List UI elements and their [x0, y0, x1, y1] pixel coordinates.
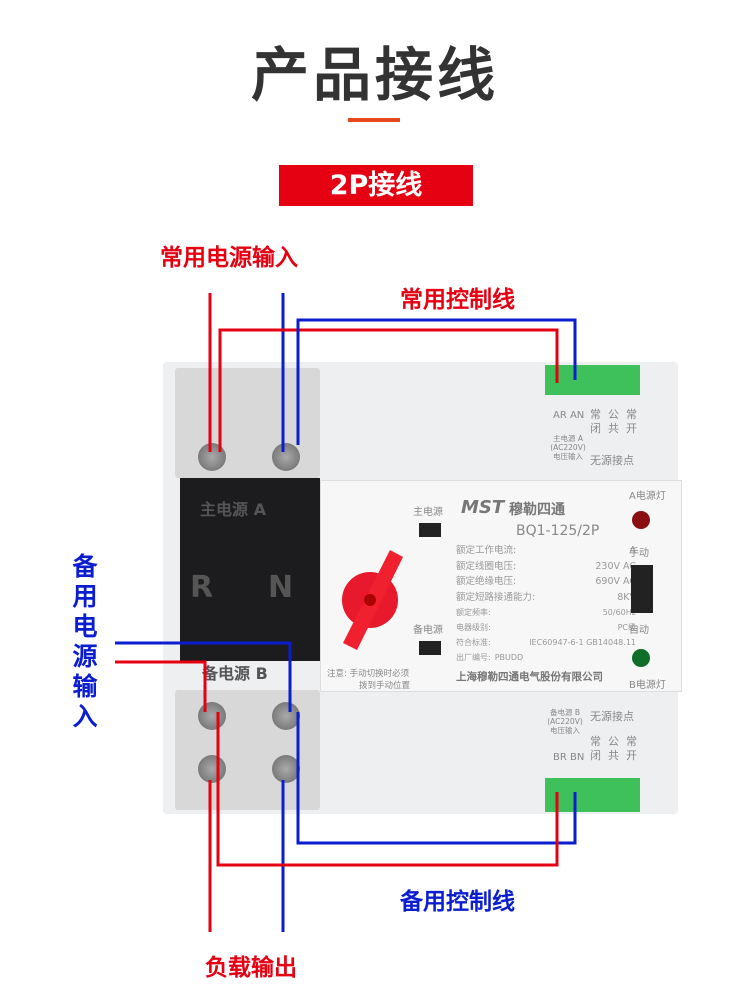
section-badge: 2P接线: [279, 165, 473, 206]
auto-label: 自动: [629, 625, 649, 636]
title-underline: [348, 118, 400, 122]
main-control-n-wire: [296, 318, 577, 445]
backup-control-n-wire: [296, 712, 577, 845]
backup-input-char: 入: [72, 702, 98, 731]
brand-name: 穆勒四通: [509, 502, 565, 518]
backup-indicator-window: [419, 641, 441, 655]
spec-value: PBUDD: [494, 653, 524, 662]
main-power-label: 主电源: [413, 507, 443, 518]
top-no-label: 常 开: [626, 408, 637, 435]
lamp-b-green: [632, 649, 650, 667]
spec-value: A: [629, 545, 637, 556]
bottom-input-note: 备电源 B(AC220V)电压输入: [545, 708, 585, 735]
backup-input-n-wire: [115, 641, 292, 712]
note-line-2: 拨到手动位置: [359, 681, 411, 691]
top-ac-label: (AC220V): [550, 443, 586, 452]
brand-logo: MST: [461, 497, 505, 518]
note-line-1: 注意: 手动切换时必须: [327, 669, 410, 679]
lamp-a-red: [632, 511, 650, 529]
cover-n-label: N: [268, 570, 294, 605]
bottom-voltage-label: 电压输入: [550, 726, 580, 735]
top-nc-label: 常 闭: [590, 408, 601, 435]
backup-input-char: 备: [72, 552, 98, 581]
backup-input-char: 用: [72, 582, 98, 611]
spec-value: IEC60947-6-1 GB14048.11: [529, 638, 636, 647]
main-indicator-window: [419, 523, 441, 537]
top-voltage-label: 电压输入: [553, 452, 583, 461]
page-title: 产品接线: [250, 41, 499, 109]
top-input-note: 主电源 A(AC220V)电压输入: [548, 434, 588, 461]
cover-r-label: R: [190, 570, 214, 605]
bottom-com-label: 公 共: [608, 735, 619, 762]
bottom-screw-r2: [198, 755, 226, 783]
lamp-a-label: A电源灯: [629, 491, 666, 502]
spec-key: 出厂编号:: [456, 653, 491, 662]
spec-key: 额定频率:: [456, 608, 491, 617]
backup-control-label: 备用控制线: [400, 889, 515, 915]
cover-bottom-label: 备电源 B: [202, 664, 268, 683]
bottom-screw-n2: [272, 755, 300, 783]
spec-key: 符合标准:: [456, 638, 491, 647]
manual-label: 手动: [629, 548, 649, 559]
spec-value: 50/60Hz: [602, 608, 636, 617]
spec-key: 电器级别:: [456, 623, 491, 632]
backup-input-char: 输: [72, 672, 98, 701]
backup-input-char: 源: [72, 642, 98, 671]
spec-value: 8KV: [617, 591, 636, 603]
top-screw-n: [272, 443, 300, 471]
backup-input-r-wire: [115, 660, 207, 712]
top-terminal-labels: AR AN: [553, 410, 585, 421]
spec-value: 690V AC: [595, 576, 636, 587]
manual-auto-switch[interactable]: [631, 565, 653, 613]
spec-key: 额定绝缘电压:: [456, 576, 517, 587]
spec-value: PC级: [617, 623, 636, 632]
bottom-passive-label: 无源接点: [590, 710, 634, 723]
bottom-screw-r1: [198, 702, 226, 730]
backup-input-label: 备 用 电 源 输 入: [70, 552, 100, 732]
cover-top-label: 主电源 A: [200, 500, 266, 519]
load-output-label: 负载输出: [205, 955, 297, 981]
rotary-handle[interactable]: [335, 545, 405, 655]
spec-key: 额定线圈电压:: [456, 560, 517, 572]
spec-key: 额定工作电流:: [456, 545, 517, 556]
spec-list: 额定工作电流: A 额定线圈电压: 230V AC 额定绝缘电压: 690V AC 额…: [456, 543, 636, 665]
spec-key: 额定短路接通能力:: [456, 591, 536, 603]
terminal-cover: 主电源 A R N 备电源 B: [180, 478, 320, 683]
top-passive-label: 无源接点: [590, 454, 634, 467]
bottom-terminal-labels: BR BN: [553, 752, 585, 763]
main-control-r-wire: [218, 328, 559, 452]
bottom-no-label: 常 开: [626, 735, 637, 762]
top-control-terminal: [545, 365, 640, 395]
bottom-input-label: 备电源 B: [549, 708, 581, 717]
main-input-label: 常用电源输入: [160, 245, 298, 271]
bottom-ac-label: (AC220V): [547, 717, 583, 726]
top-input-label: 主电源 A: [552, 434, 583, 443]
main-control-label: 常用控制线: [400, 287, 515, 313]
lamp-b-label: B电源灯: [629, 680, 666, 691]
bottom-nc-label: 常 闭: [590, 735, 601, 762]
company-name: 上海穆勒四通电气股份有限公司: [456, 671, 603, 683]
backup-input-char: 电: [72, 612, 98, 641]
backup-control-r-wire: [216, 712, 559, 867]
bottom-control-terminal: [545, 778, 640, 812]
bottom-screw-n1: [272, 702, 300, 730]
backup-power-label: 备电源: [413, 625, 443, 636]
top-com-label: 公 共: [608, 408, 619, 435]
spec-value: 230V AC: [595, 560, 636, 572]
model-number: BQ1-125/2P: [516, 523, 600, 539]
